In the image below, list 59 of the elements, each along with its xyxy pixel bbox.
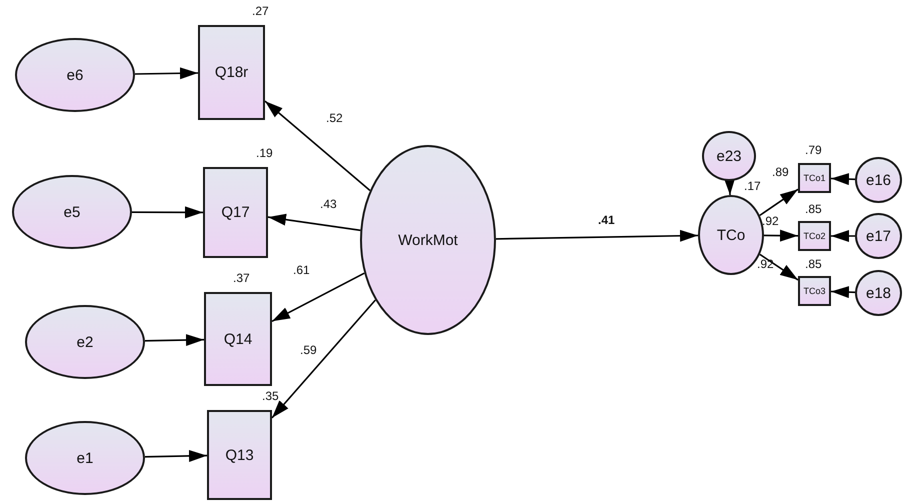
variable-name: e5 bbox=[64, 204, 80, 220]
r-squared-value: .35 bbox=[262, 390, 279, 402]
r-squared-value: .27 bbox=[252, 5, 269, 17]
path-arrow bbox=[496, 230, 698, 242]
path-arrow bbox=[830, 173, 856, 186]
variable-name: Q14 bbox=[224, 332, 252, 346]
r-squared-value: .85 bbox=[805, 258, 822, 270]
path-arrow bbox=[831, 230, 855, 242]
path-arrow bbox=[759, 254, 798, 281]
path-coefficient: .61 bbox=[293, 264, 310, 276]
path-coefficient: .59 bbox=[300, 344, 317, 356]
path-arrow bbox=[272, 272, 365, 322]
r-squared-value: .19 bbox=[256, 147, 273, 159]
variable-name: e23 bbox=[716, 148, 742, 164]
variable-name: WorkMot bbox=[398, 232, 458, 248]
observed-variable-box bbox=[198, 25, 265, 120]
variable-ellipse bbox=[855, 270, 902, 316]
path-arrow bbox=[134, 67, 198, 80]
variable-ellipse bbox=[855, 157, 902, 203]
observed-variable-box bbox=[798, 221, 831, 251]
variable-name: e2 bbox=[76, 334, 94, 350]
r-squared-value: .85 bbox=[805, 203, 822, 215]
path-arrow bbox=[132, 206, 203, 218]
variable-name: e1 bbox=[76, 450, 94, 466]
path-arrow bbox=[268, 214, 361, 232]
observed-variable-box bbox=[204, 292, 272, 386]
variable-name: e6 bbox=[66, 68, 84, 82]
path-coefficient: .92 bbox=[762, 215, 779, 227]
variable-name: TCo2 bbox=[803, 232, 826, 240]
variable-ellipse bbox=[855, 213, 902, 259]
variable-name: e17 bbox=[866, 228, 892, 244]
observed-variable-box bbox=[798, 276, 831, 306]
variable-name: Q17 bbox=[221, 205, 250, 220]
variable-name: Q13 bbox=[225, 448, 254, 462]
variable-name: e18 bbox=[866, 286, 892, 300]
path-arrow bbox=[144, 450, 208, 462]
r-squared-value: .79 bbox=[805, 144, 822, 156]
variable-name: TCo bbox=[716, 228, 746, 242]
path-arrow bbox=[764, 230, 798, 242]
r-squared-value: .37 bbox=[233, 272, 250, 284]
path-arrow bbox=[271, 300, 376, 418]
path-arrow bbox=[264, 100, 371, 192]
observed-variable-box bbox=[207, 410, 272, 500]
observed-variable-box bbox=[798, 163, 831, 193]
path-coefficient: .92 bbox=[757, 258, 774, 270]
observed-variable-box bbox=[203, 167, 268, 258]
path-arrow bbox=[759, 188, 798, 216]
variable-ellipse bbox=[702, 131, 756, 181]
path-arrow bbox=[144, 334, 204, 346]
variable-name: TCo3 bbox=[803, 286, 826, 296]
variable-name: e16 bbox=[866, 172, 892, 188]
variable-name: Q18r bbox=[214, 65, 248, 80]
path-coefficient: .43 bbox=[320, 198, 337, 210]
path-coefficient: .89 bbox=[772, 166, 789, 178]
variable-name: TCo1 bbox=[803, 174, 826, 182]
r-squared-value: .17 bbox=[744, 180, 761, 192]
path-coefficient: .52 bbox=[326, 112, 343, 124]
path-arrow bbox=[830, 286, 856, 298]
path-coefficient: .41 bbox=[598, 214, 615, 226]
